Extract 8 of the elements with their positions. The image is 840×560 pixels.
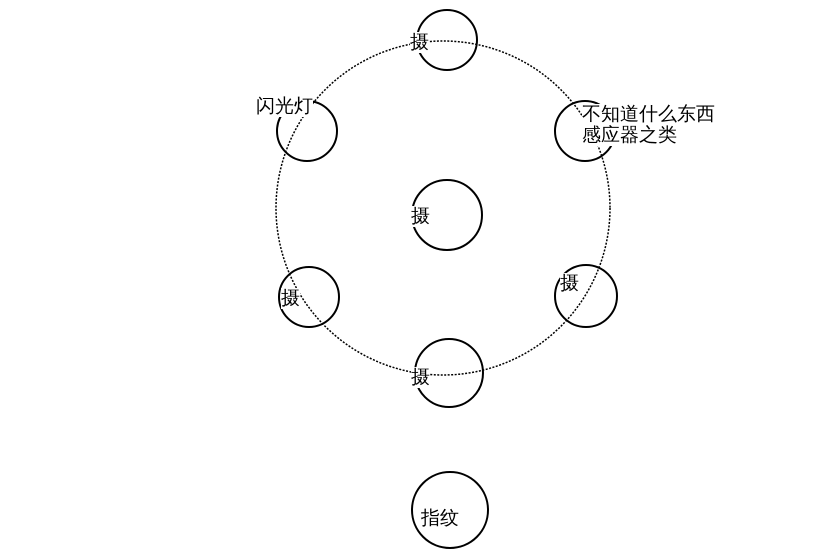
component-label: 摄 bbox=[281, 288, 300, 309]
component-label: 闪光灯 bbox=[256, 96, 313, 117]
component-label: 摄 bbox=[411, 367, 430, 388]
component-label: 摄 bbox=[410, 32, 429, 53]
component-label: 摄 bbox=[560, 273, 579, 294]
component-label: 不知道什么东西感应器之类 bbox=[582, 104, 717, 146]
component-label: 摄 bbox=[411, 206, 430, 227]
component-label: 指纹 bbox=[421, 508, 459, 529]
